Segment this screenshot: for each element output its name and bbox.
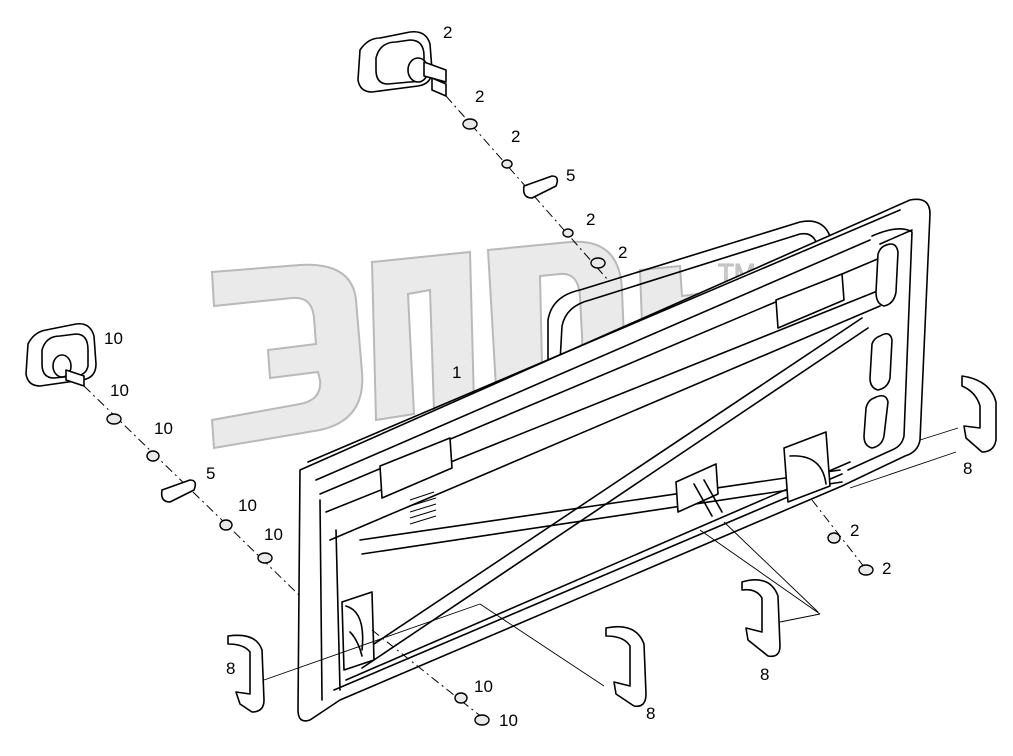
callout-8: 8 [963, 459, 972, 478]
callout-10: 10 [110, 381, 129, 400]
callout-10: 10 [104, 329, 123, 348]
callout-2: 2 [511, 127, 520, 146]
handles [227, 375, 997, 713]
callout-2: 2 [443, 23, 452, 42]
callout-labels: 2 2 2 5 2 2 1 10 10 10 5 10 10 8 2 2 8 8… [104, 23, 972, 730]
lamp-top [357, 30, 447, 97]
callout-2: 2 [618, 243, 627, 262]
callout-2: 2 [882, 559, 891, 578]
callout-10: 10 [238, 496, 257, 515]
callout-10: 10 [474, 677, 493, 696]
callout-8: 8 [760, 665, 769, 684]
bottom-fasteners [371, 499, 874, 726]
callout-8: 8 [226, 659, 235, 678]
callout-2: 2 [850, 521, 859, 540]
callout-5: 5 [566, 166, 575, 185]
left-fasteners [83, 385, 301, 597]
upper-fasteners [445, 95, 609, 281]
callout-10: 10 [154, 419, 173, 438]
callout-2: 2 [586, 210, 595, 229]
leader-lines [263, 427, 959, 687]
callout-10: 10 [264, 525, 283, 544]
callout-10: 10 [499, 711, 518, 730]
callout-8: 8 [646, 704, 655, 723]
callout-1: 1 [452, 363, 461, 382]
lamp-left [25, 322, 97, 387]
callout-2: 2 [475, 87, 484, 106]
callout-5: 5 [206, 464, 215, 483]
door-panel [297, 198, 931, 722]
